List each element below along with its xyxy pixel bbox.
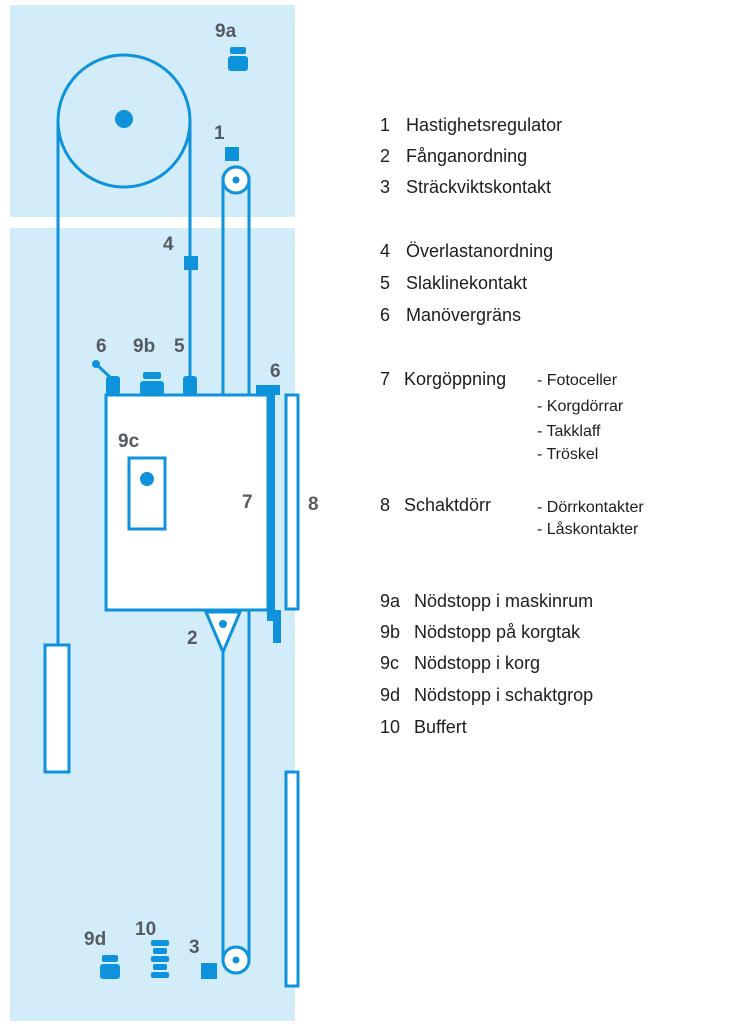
governor-sheave [56,53,192,189]
governor-switch [225,147,239,161]
overload-device [184,256,198,270]
label-10: 10 [135,919,156,940]
safety-gear-dot [219,620,227,628]
label-2: 2 [187,628,198,649]
final-limit-switch-car [92,360,120,395]
label-9c: 9c [118,431,140,452]
label-9d: 9d [84,929,106,950]
label-4: 4 [163,234,174,255]
label-1: 1 [214,123,225,144]
label-6-door: 6 [270,361,281,382]
shaft-door-upper [284,393,300,611]
label-3: 3 [189,937,200,958]
tension-weight-switch [201,963,217,979]
machine-room-emergency-stop [228,47,248,71]
car-door [267,393,275,621]
car-panel [127,456,167,531]
label-7: 7 [242,492,253,513]
label-9a: 9a [215,21,237,42]
label-9b: 9b [133,336,155,357]
top-pulley [221,165,251,195]
governor-sheave-hub [115,110,133,128]
pit-emergency-stop [100,955,120,979]
label-6-car: 6 [96,336,107,357]
machine-room-area [10,5,295,217]
car-door-lower [273,610,281,643]
shaft-door-lower [284,770,300,988]
buffer [151,940,169,978]
label-8: 8 [308,494,319,515]
door-top-bracket [256,385,280,395]
car-roof-emergency-stop [140,372,164,395]
counterweight [43,643,71,774]
car-emergency-stop-button [140,472,154,486]
slack-rope-switch [183,376,197,395]
tension-weight-pulley [221,945,251,975]
safety-gear [203,610,243,656]
label-5: 5 [174,336,185,357]
